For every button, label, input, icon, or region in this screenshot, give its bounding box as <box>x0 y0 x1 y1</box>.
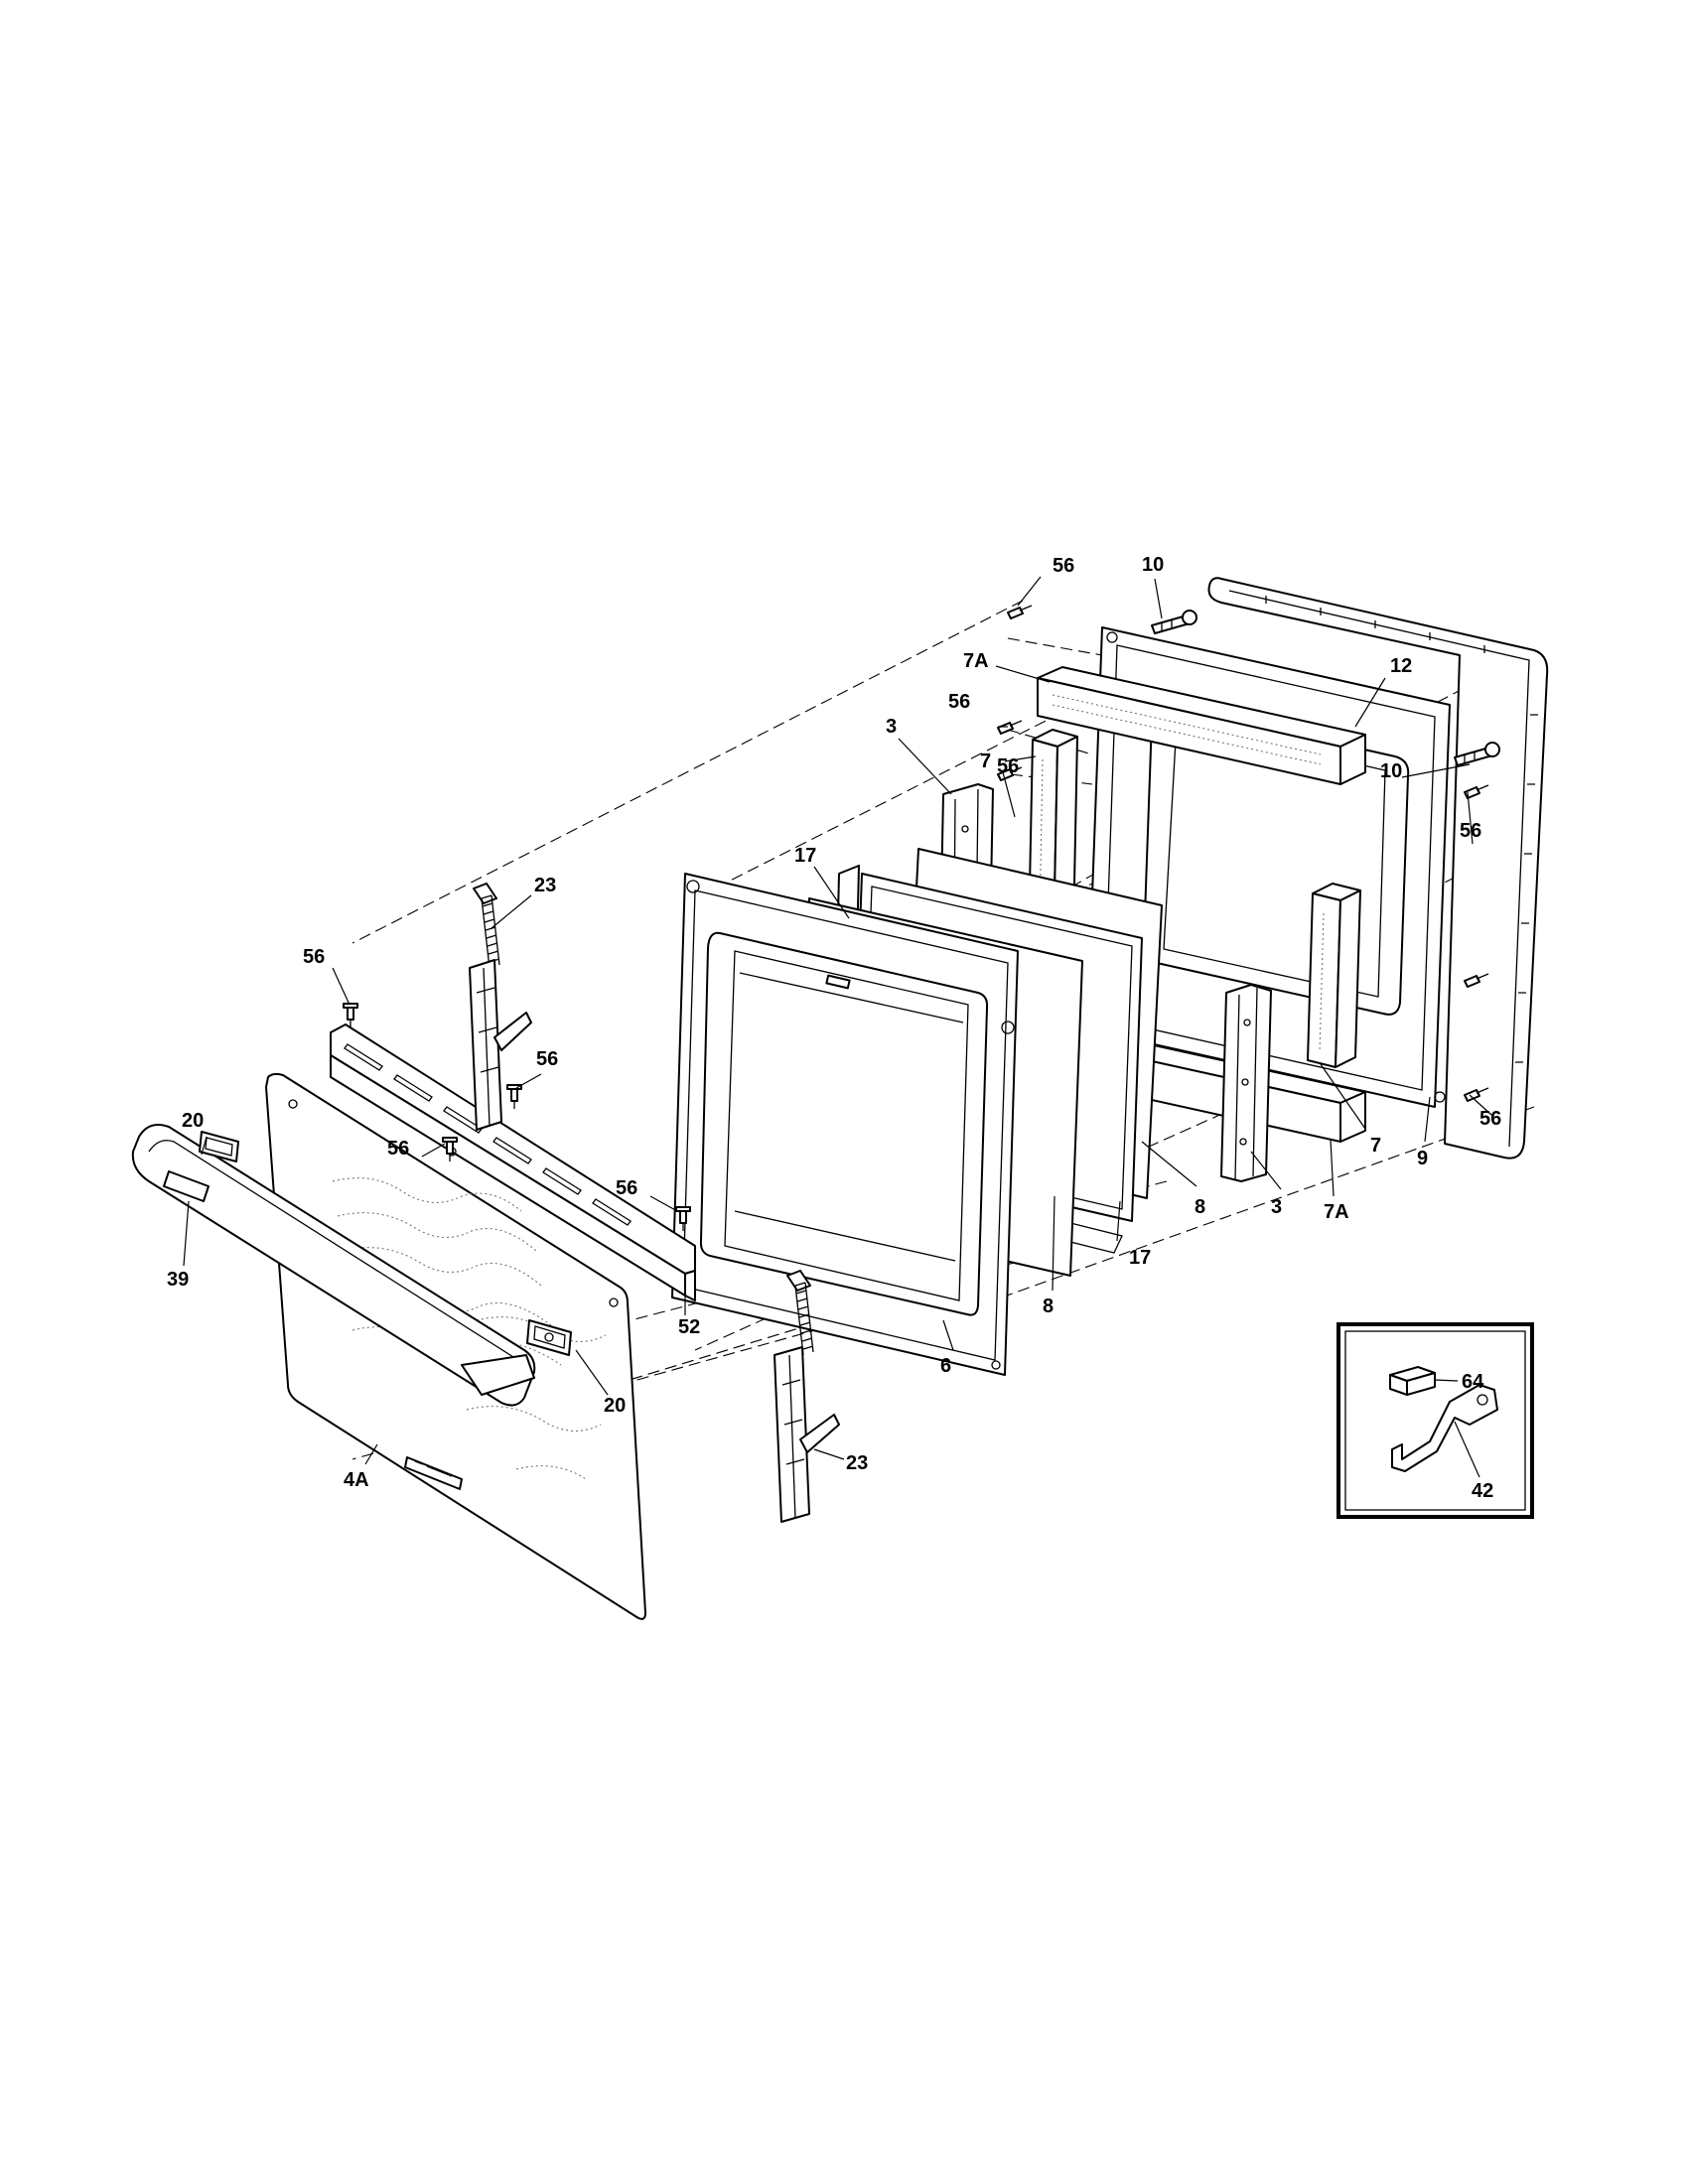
label-56-right-top: 56 <box>1460 820 1481 842</box>
screw-56-top <box>1007 605 1033 619</box>
label-20-left: 20 <box>182 1110 204 1132</box>
handle-cap-20-right-part <box>526 1319 572 1356</box>
label-56-a: 56 <box>948 691 970 713</box>
label-3-left: 3 <box>886 716 897 738</box>
right-door-channel-3-part <box>1220 984 1272 1182</box>
label-12: 12 <box>1390 655 1412 677</box>
label-56-center: 56 <box>387 1138 409 1160</box>
door-gasket-part <box>1207 577 1549 1160</box>
label-8-right: 8 <box>1195 1196 1205 1218</box>
top-insulation-7a-part <box>1037 666 1366 785</box>
part-64-block <box>1389 1366 1436 1396</box>
label-20-right: 20 <box>604 1395 626 1417</box>
screw-56-trim-right <box>675 1206 691 1231</box>
label-7-bottom: 7 <box>1370 1135 1381 1157</box>
callout-labels: 56 10 7A 12 56 7 3 56 10 56 17 23 56 56 … <box>167 554 1501 1502</box>
label-23-bottom: 23 <box>846 1452 868 1474</box>
label-39: 39 <box>167 1269 189 1291</box>
screw-56-center <box>442 1137 458 1161</box>
label-7a-bottom: 7A <box>1324 1201 1349 1223</box>
label-56-hinge: 56 <box>303 946 325 968</box>
handle-cap-20-left-part <box>199 1131 239 1162</box>
inset-box <box>1336 1322 1534 1519</box>
label-9: 9 <box>1417 1148 1428 1169</box>
screw-56-right-bottom <box>1464 973 1489 988</box>
label-6: 6 <box>940 1355 951 1377</box>
screw-10-top <box>1151 610 1197 634</box>
label-7a-top: 7A <box>963 650 989 672</box>
label-42: 42 <box>1472 1480 1493 1502</box>
door-handle-39-part <box>131 1124 536 1407</box>
label-10-right: 10 <box>1380 760 1402 782</box>
leader-lines <box>183 576 1492 1478</box>
screw-56-lower-right <box>1464 1087 1489 1102</box>
screw-56-trim <box>506 1084 522 1109</box>
part-42-bracket <box>1391 1384 1498 1472</box>
hinge-23-bottom-part <box>774 1270 840 1523</box>
hinge-23-top-part <box>469 883 532 1131</box>
label-64: 64 <box>1462 1371 1484 1393</box>
label-52: 52 <box>678 1316 700 1338</box>
label-56-b: 56 <box>997 755 1019 777</box>
label-23-top: 23 <box>534 875 556 896</box>
label-3-right: 3 <box>1271 1196 1282 1218</box>
label-56-trim-right: 56 <box>616 1177 637 1199</box>
screw-56-b <box>997 766 1023 781</box>
label-56-right-bottom: 56 <box>1479 1108 1501 1130</box>
label-56-trim: 56 <box>536 1048 558 1070</box>
label-17-top: 17 <box>794 845 816 867</box>
label-10-top: 10 <box>1142 554 1164 576</box>
screw-56-a <box>997 720 1023 735</box>
door-liner-6-part <box>671 873 1019 1376</box>
screw-10-right <box>1454 742 1500 766</box>
label-56-top: 56 <box>1053 555 1074 577</box>
right-insulation-7-part <box>1307 883 1361 1068</box>
label-7-top: 7 <box>980 751 991 772</box>
label-4a: 4A <box>344 1469 369 1491</box>
label-8-bottom: 8 <box>1043 1296 1054 1317</box>
screw-56-hinge <box>343 1003 358 1027</box>
label-17-bottom: 17 <box>1129 1247 1151 1269</box>
